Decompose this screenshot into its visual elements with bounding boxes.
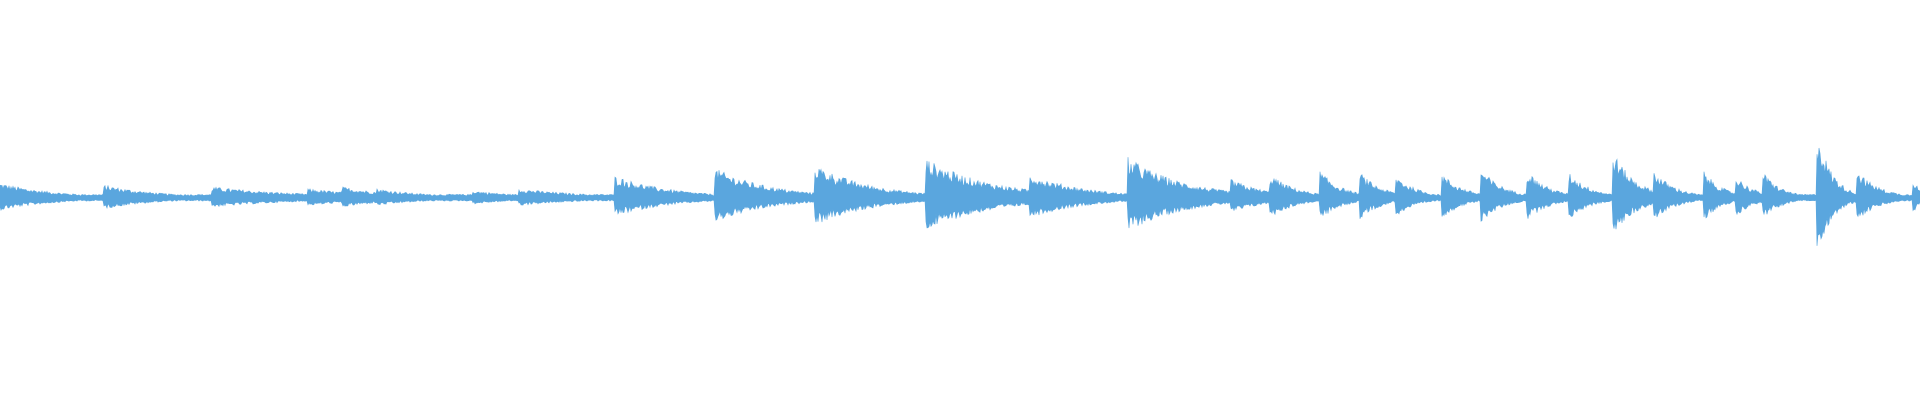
waveform-envelope: [0, 147, 1920, 246]
